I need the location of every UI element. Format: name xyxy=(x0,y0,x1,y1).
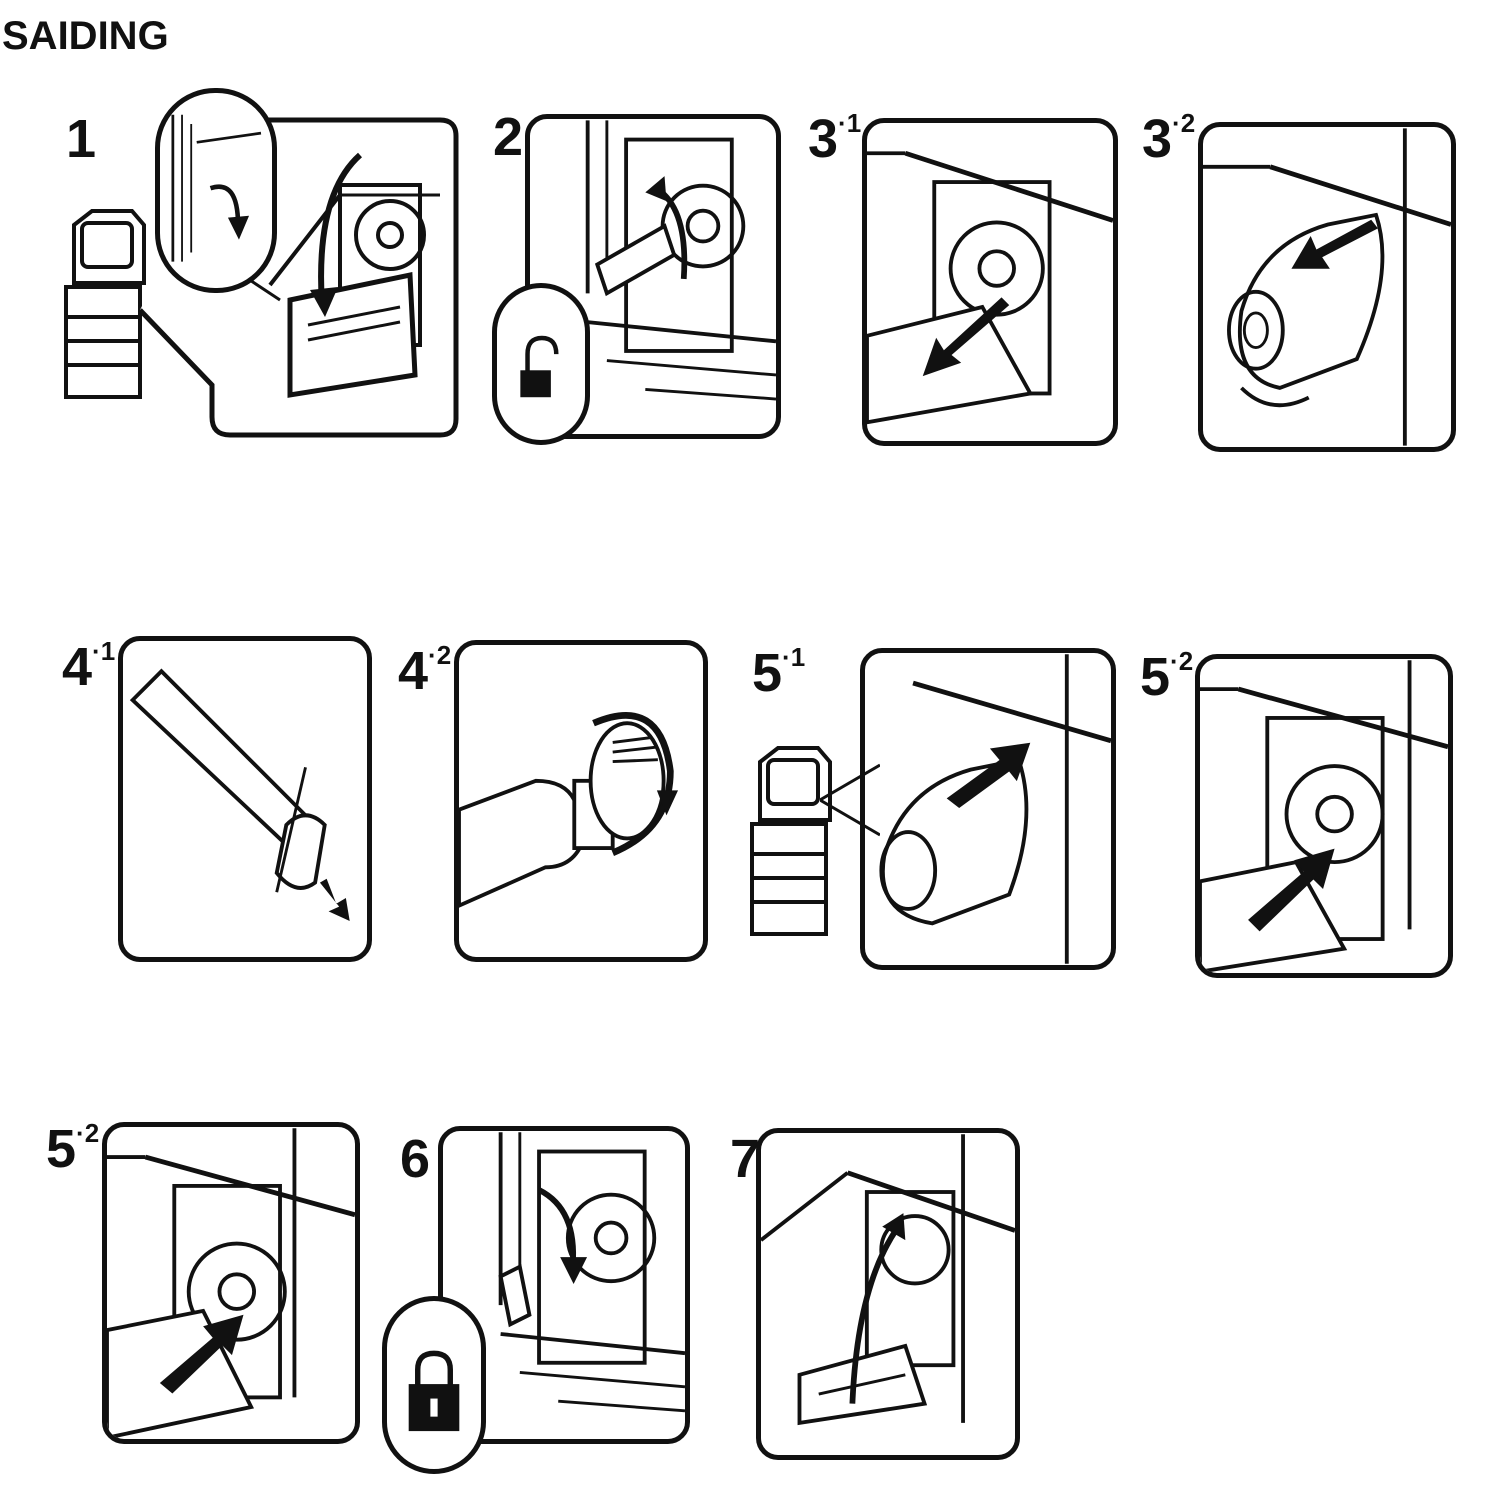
step-5-2b-panel xyxy=(102,1122,360,1444)
callout-line xyxy=(820,763,880,837)
step-6-label: 6 xyxy=(400,1129,431,1189)
step-5-2-panel xyxy=(1195,654,1453,978)
step-2-label: 2 xyxy=(493,107,524,167)
step-5-2b-label: 5·2 xyxy=(46,1118,100,1179)
padlock-closed-icon xyxy=(382,1296,486,1474)
step-4-2-label: 4·2 xyxy=(398,640,452,701)
step-5-2-label: 5·2 xyxy=(1140,646,1194,707)
step-3-2-label: 3·2 xyxy=(1142,108,1196,169)
step-4-1-label: 4·1 xyxy=(62,636,116,697)
step-7-label: 7 xyxy=(730,1129,761,1189)
step-7-panel xyxy=(756,1128,1020,1460)
padlock-open-icon xyxy=(492,283,590,445)
step-5-1-label: 5·1 xyxy=(752,642,806,703)
step-3-2-panel xyxy=(1198,122,1456,452)
step-4-1-panel xyxy=(118,636,372,962)
printer-icon xyxy=(750,746,832,936)
step-3-1-panel xyxy=(862,118,1118,446)
step-1-zoom-inset xyxy=(155,88,277,293)
printer-icon xyxy=(64,209,146,399)
step-3-1-label: 3·1 xyxy=(808,108,862,169)
brand-name: SAIDING xyxy=(2,14,169,58)
step-4-2-panel xyxy=(454,640,708,962)
step-1-label: 1 xyxy=(66,109,97,169)
step-5-1-panel xyxy=(860,648,1116,970)
